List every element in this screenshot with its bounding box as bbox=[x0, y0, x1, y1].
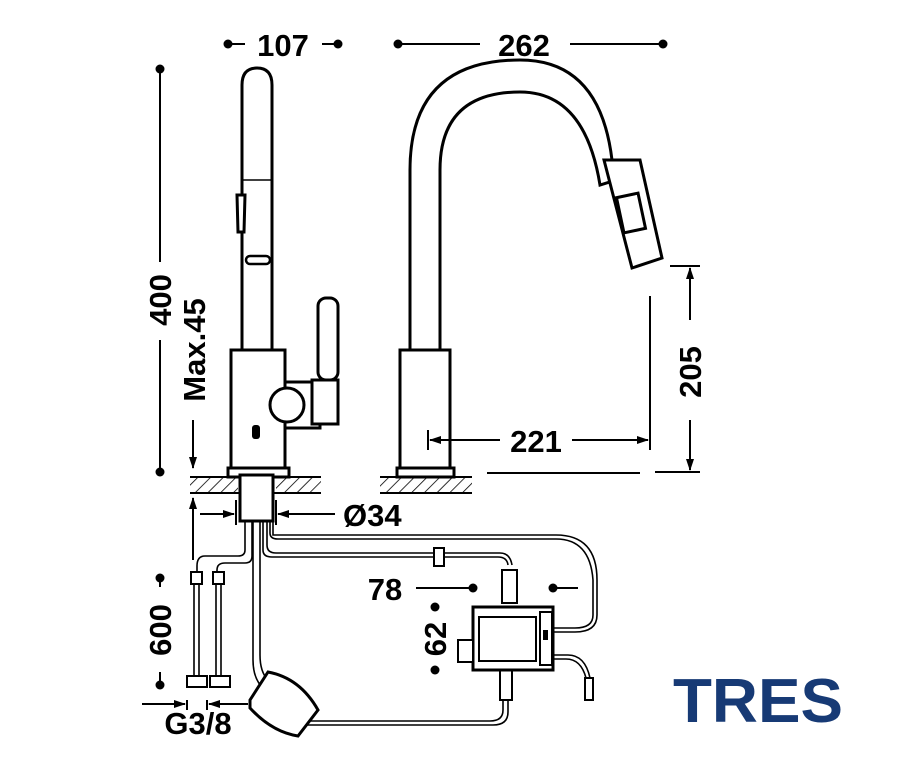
dimension-max45: Max.45 bbox=[177, 298, 212, 560]
dimension-label: 262 bbox=[498, 28, 550, 63]
dimension-107: 107 bbox=[223, 28, 343, 63]
dimension-78: 78 bbox=[368, 572, 578, 607]
dimension-label: 78 bbox=[368, 572, 402, 607]
tres-logo: TRES bbox=[673, 667, 843, 736]
dimension-262: 262 bbox=[393, 28, 668, 63]
control-box bbox=[457, 605, 555, 672]
dimension-600: 600 bbox=[143, 573, 178, 690]
dimension-label: Max.45 bbox=[177, 298, 212, 401]
dimension-205: 205 bbox=[655, 265, 708, 473]
dimension-label: 62 bbox=[418, 622, 453, 656]
foot-pedal bbox=[248, 670, 320, 738]
dimension-label: 107 bbox=[257, 28, 309, 63]
dimension-label: 600 bbox=[143, 604, 178, 656]
dimension-label: 205 bbox=[673, 346, 708, 398]
hoses bbox=[186, 521, 598, 726]
dimension-label: G3/8 bbox=[164, 706, 231, 741]
dimension-label: Ø34 bbox=[343, 498, 402, 533]
faucet-front-view bbox=[395, 58, 664, 479]
faucet-side-view bbox=[226, 66, 340, 479]
dimension-221: 221 bbox=[427, 296, 651, 459]
dimension-label: 221 bbox=[510, 424, 562, 459]
dimension-g38: G3/8 bbox=[142, 700, 248, 741]
dimension-400: 400 bbox=[143, 64, 178, 477]
dimension-diameter: Ø34 bbox=[200, 498, 402, 533]
dimension-62: 62 bbox=[418, 602, 453, 675]
countertop bbox=[190, 472, 640, 523]
dimension-label: 400 bbox=[143, 274, 178, 326]
